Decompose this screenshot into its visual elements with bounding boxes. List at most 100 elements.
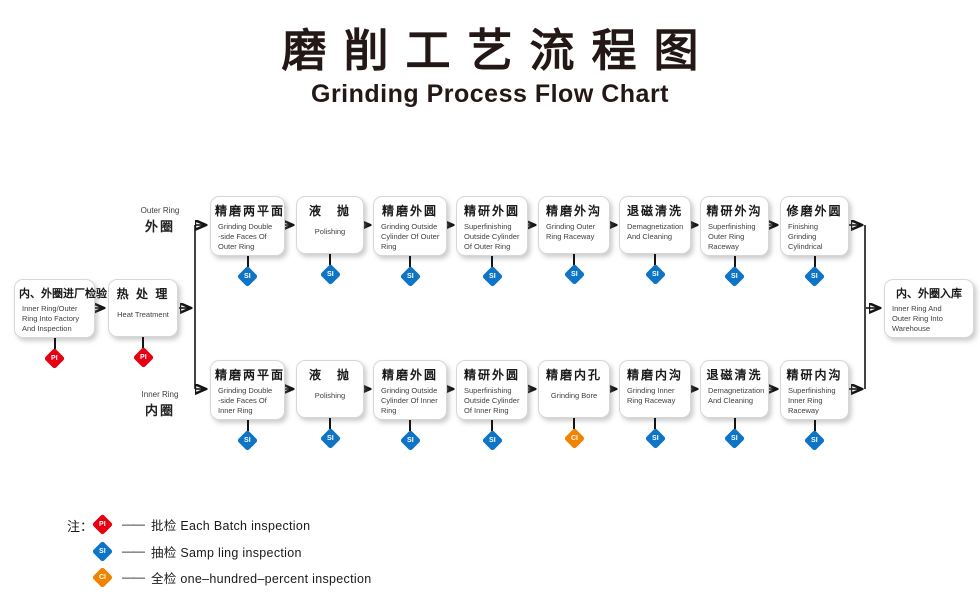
node-title-zh: 内、外圈入库 [896, 288, 962, 300]
node-title-en: Inner Ring And Outer Ring Into Warehouse [892, 304, 943, 333]
node-title-zh: 退磁清洗 [706, 368, 763, 382]
node-title-en: Demagnetization And Cleaning [627, 222, 684, 241]
inspection-marker-diamond: SI [399, 266, 421, 288]
node-title-zh: 精磨两平面 [215, 368, 286, 382]
inspection-marker-label: SI [651, 435, 659, 442]
legend-item-si: SI —— 抽检 Samp ling inspection [91, 540, 302, 562]
inspection-marker-diamond: SI [236, 266, 259, 288]
inspection-marker-diamond: SI [803, 430, 826, 452]
si-marker-diamond: SI [91, 540, 114, 562]
node-title-zh: 精磨外沟 [545, 204, 602, 218]
flow-node-top-4: 精研外圆 Superfinishing Outside Cylinder Of … [456, 196, 528, 288]
node-title-zh: 内、外圈进厂检验 [19, 288, 107, 300]
flow-node-bottom-7: 退磁清洗 Demagnetization And Cleaning SI [700, 360, 769, 450]
node-title-zh: 精磨两平面 [215, 204, 286, 218]
inspection-marker-label: SI [406, 437, 414, 445]
marker-stem [733, 256, 736, 268]
marker-stem [142, 337, 144, 348]
legend-item-pi: PI —— 批检 Each Batch inspection [91, 513, 310, 535]
marker-stem [409, 256, 411, 268]
marker-stem [329, 254, 331, 265]
legend-item-ci: CI —— 全检 one–hundred–percent inspection [91, 566, 372, 588]
marker-stem [491, 256, 493, 268]
inspection-marker-label: SI [326, 271, 334, 278]
marker-stem [813, 256, 816, 268]
flow-node-incoming-inspection: 内、外圈进厂检验 Inner Ring/Outer Ring Into Fact… [14, 279, 107, 370]
inspection-marker-diamond: SI [803, 266, 826, 288]
inspection-marker-diamond: SI [319, 263, 341, 286]
flow-node-top-8: 修磨外圆 Finishing Grinding Cylindrical SI [780, 196, 849, 288]
inspection-marker-label: CI [570, 435, 578, 442]
inspection-marker-label: SI [326, 435, 334, 442]
inspection-marker-label: SI [731, 273, 738, 281]
node-title-en: Heat Treatment [117, 310, 169, 319]
inspection-marker-diamond: SI [481, 430, 503, 452]
node-title-zh: 精磨内沟 [626, 368, 683, 382]
branch-label-outer-ring-en: Outer Ring [140, 206, 180, 215]
branch-label-outer-ring: Outer Ring 外圈 [127, 206, 193, 235]
flow-node-heat-treatment: 热 处 理 Heat Treatment PI [108, 279, 178, 369]
marker-stem [654, 254, 656, 265]
node-title-zh: 精研外圆 [463, 204, 520, 218]
flow-node-top-7: 精研外沟 Superfinishing Outer Ring Raceway S… [700, 196, 769, 288]
flow-node-top-6: 退磁清洗 Demagnetization And Cleaning SI [619, 196, 691, 286]
inspection-marker-diamond: SI [723, 427, 746, 450]
inspection-marker-diamond: SI [644, 427, 666, 450]
si-marker-label: SI [99, 547, 106, 555]
flow-node-bottom-3: 精磨外圆 Grinding Outside Cylinder Of Inner … [373, 360, 447, 452]
inspection-marker-diamond: SI [399, 430, 421, 452]
page-title-en: Grinding Process Flow Chart [311, 80, 669, 108]
node-title-zh: 精研内沟 [786, 368, 843, 382]
flow-node-bottom-1: 精磨两平面 Grinding Double -side Faces Of Inn… [210, 360, 286, 452]
node-title-zh: 退磁清洗 [626, 204, 683, 218]
flow-node-bottom-5: 精磨内孔 Grinding Bore CI [538, 360, 610, 450]
node-title-en: Demagnetization And Cleaning [708, 386, 765, 405]
node-title-zh: 液 抛 [308, 204, 351, 218]
legend-dash: —— [122, 570, 145, 584]
marker-stem [733, 418, 736, 429]
inspection-marker-label: SI [244, 273, 251, 281]
node-title-en: Polishing [314, 227, 346, 236]
inspection-marker-diamond: SI [563, 263, 585, 286]
marker-stem [573, 418, 575, 429]
marker-stem [53, 338, 56, 350]
node-title-en: Grinding Outside Cylinder Of Outer Ring [381, 222, 440, 251]
marker-stem [491, 420, 493, 432]
legend-dash: —— [122, 544, 145, 558]
node-title-en: Superfinishing Outside Cylinder Of Inner… [464, 386, 520, 415]
inspection-marker-diamond: SI [644, 263, 666, 286]
marker-stem [409, 420, 411, 432]
inspection-marker-label: SI [488, 437, 496, 445]
marker-stem [246, 420, 249, 432]
inspection-marker-diamond: PI [43, 348, 66, 370]
node-title-zh: 液 抛 [308, 368, 351, 382]
flow-node-top-5: 精磨外沟 Grinding Outer Ring Raceway SI [538, 196, 610, 286]
inspection-marker-diamond: SI [319, 427, 341, 450]
inspection-marker-diamond: SI [236, 430, 259, 452]
flow-node-top-1: 精磨两平面 Grinding Double -side Faces Of Out… [210, 196, 286, 288]
node-title-en: Grinding Bore [550, 391, 598, 400]
node-title-en: Grinding Double -side Faces Of Inner Rin… [218, 386, 273, 415]
ci-marker-label: CI [99, 573, 106, 581]
node-title-en: Grinding Outside Cylinder Of Inner Ring [381, 386, 438, 415]
node-title-en: Superfinishing Inner Ring Raceway [788, 386, 836, 415]
inspection-marker-diamond: SI [481, 266, 503, 288]
node-title-zh: 精磨外圆 [381, 368, 438, 382]
node-title-en: Grinding Double -side Faces Of Outer Rin… [218, 222, 273, 251]
node-title-en: Grinding Outer Ring Raceway [546, 222, 596, 241]
flow-node-bottom-2: 液 抛 Polishing SI [296, 360, 364, 450]
marker-stem [329, 418, 331, 429]
page-title-zh: 磨削工艺流程图 [281, 25, 716, 76]
node-title-en: Finishing Grinding Cylindrical [788, 222, 823, 251]
node-title-zh: 精磨内孔 [545, 368, 602, 382]
flow-node-bottom-6: 精磨内沟 Grinding Inner Ring Raceway SI [619, 360, 691, 450]
flow-node-bottom-8: 精研内沟 Superfinishing Inner Ring Raceway S… [780, 360, 849, 452]
inspection-marker-label: SI [731, 435, 738, 442]
marker-stem [573, 254, 575, 265]
branch-label-inner-ring-zh: 内圈 [144, 403, 175, 418]
node-title-zh: 精研外圆 [463, 368, 520, 382]
inspection-marker-label: SI [811, 273, 818, 281]
legend-item-text: 全检 one–hundred–percent inspection [151, 571, 372, 586]
inspection-marker-label: SI [406, 273, 414, 281]
branch-label-inner-ring-en: Inner Ring [141, 390, 179, 399]
